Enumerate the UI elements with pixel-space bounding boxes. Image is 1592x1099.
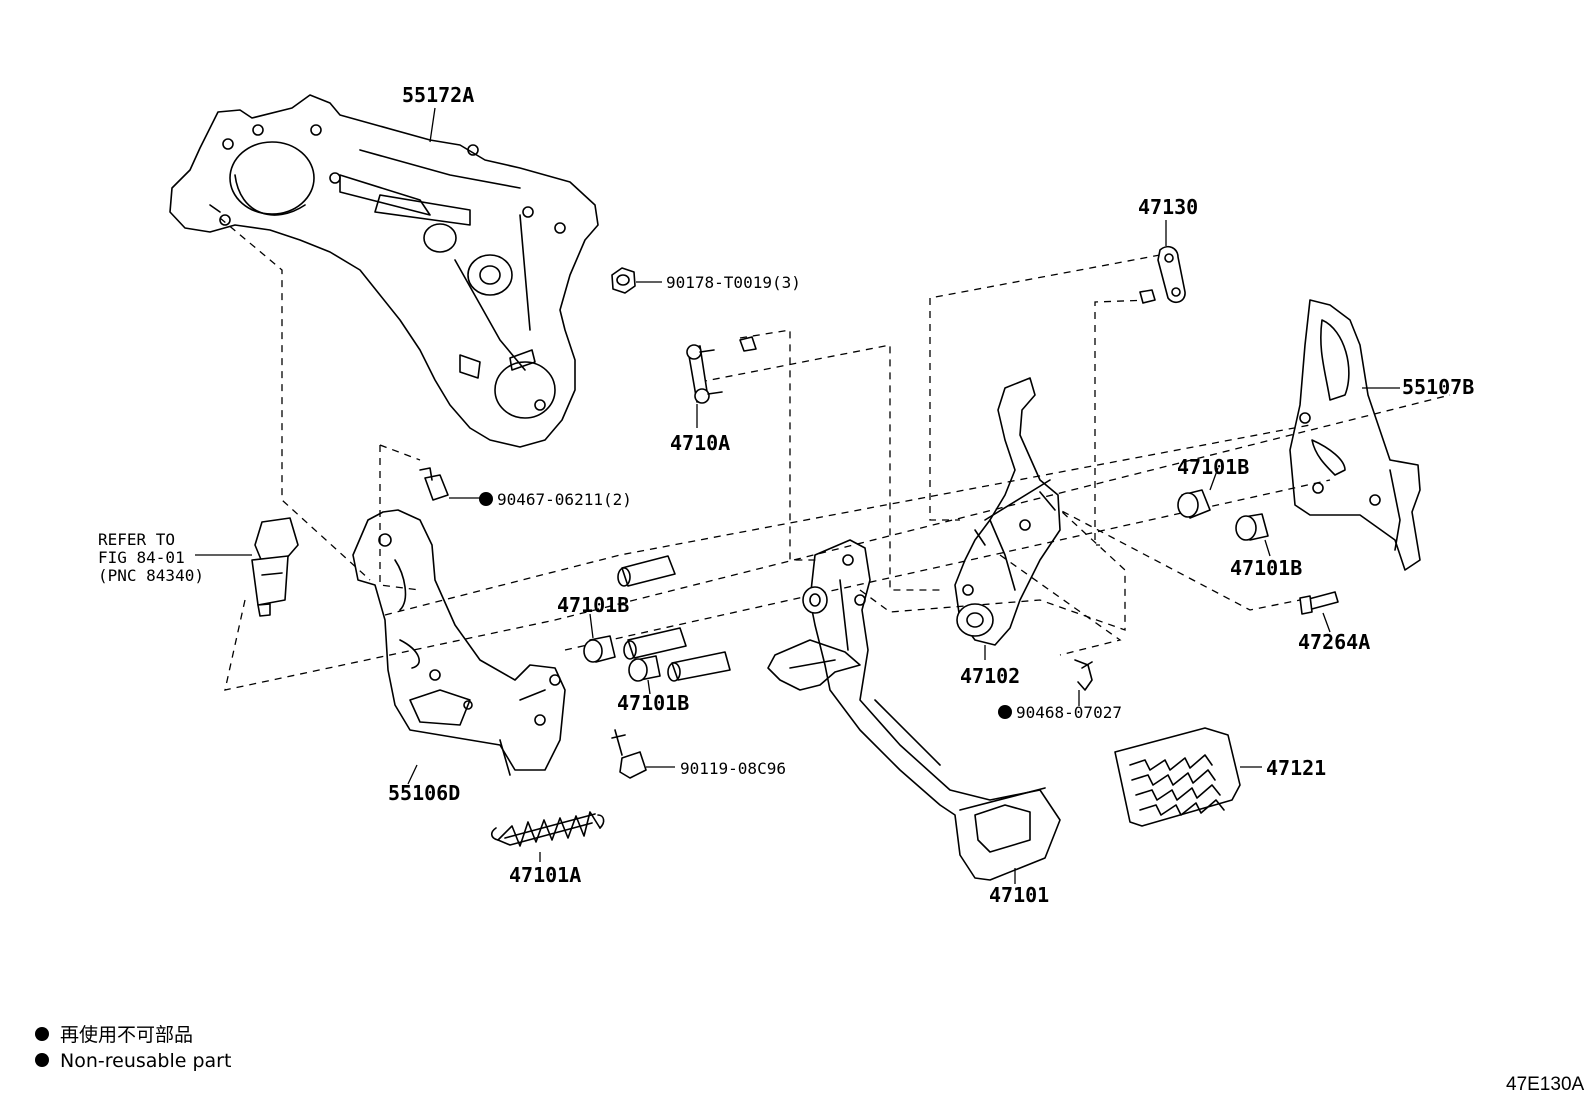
label-47121: 47121 bbox=[1266, 756, 1326, 780]
link-47130 bbox=[1139, 245, 1186, 304]
label-47101b-left-top: 47101B bbox=[557, 593, 629, 617]
legend-dot-english bbox=[35, 1053, 49, 1067]
brake-pedal-47101 bbox=[767, 539, 1061, 881]
label-55106d: 55106D bbox=[388, 781, 460, 805]
label-55172a: 55172A bbox=[402, 83, 474, 107]
bushing-47101b-left-top bbox=[583, 635, 616, 663]
clip-90468 bbox=[1074, 659, 1093, 691]
label-55107b: 55107B bbox=[1402, 375, 1474, 399]
pin-4710a bbox=[686, 336, 757, 404]
label-47101: 47101 bbox=[989, 883, 1049, 907]
label-90468: 90468-07027 bbox=[1016, 703, 1122, 722]
refer-line-2: FIG 84-01 bbox=[98, 548, 185, 567]
non-reusable-dot-90468 bbox=[998, 705, 1012, 719]
label-47130: 47130 bbox=[1138, 195, 1198, 219]
bushing-47101b-right-top bbox=[1177, 489, 1211, 519]
label-47101b-right-bottom: 47101B bbox=[1230, 556, 1302, 580]
refer-line-3: (PNC 84340) bbox=[98, 566, 204, 585]
bushing-47101b-left-bottom bbox=[628, 655, 661, 682]
bolt-90119 bbox=[611, 729, 647, 779]
assembly-dashed-lines bbox=[219, 217, 1451, 691]
pedal-pad-47121 bbox=[1114, 727, 1241, 827]
label-47264a: 47264A bbox=[1298, 630, 1370, 654]
bushing-47101b-right-bottom bbox=[1235, 513, 1269, 541]
label-4710a: 4710A bbox=[670, 431, 730, 455]
legend-dot-japanese bbox=[35, 1027, 49, 1041]
label-47102: 47102 bbox=[960, 664, 1020, 688]
collar-sleeve-upper bbox=[617, 555, 676, 587]
nut-90178 bbox=[611, 267, 636, 294]
label-47101a: 47101A bbox=[509, 863, 581, 887]
collar-sleeve-lower bbox=[667, 651, 731, 682]
label-47101b-right-top: 47101B bbox=[1177, 455, 1249, 479]
bolt-47264a bbox=[1299, 591, 1339, 615]
collar-sleeve-middle bbox=[623, 627, 687, 660]
label-90467: 90467-06211(2) bbox=[497, 490, 632, 509]
non-reusable-dot-90467 bbox=[479, 492, 493, 506]
bracket-55172a bbox=[169, 94, 599, 448]
leader-lines bbox=[195, 107, 1400, 884]
figure-code: 47E130A bbox=[1506, 1074, 1585, 1095]
screw-90467 bbox=[419, 467, 449, 501]
label-90119: 90119-08C96 bbox=[680, 759, 786, 778]
stop-light-switch bbox=[251, 517, 299, 617]
lever-47102 bbox=[954, 377, 1061, 646]
label-47101b-left-bottom: 47101B bbox=[617, 691, 689, 715]
refer-line-1: REFER TO bbox=[98, 530, 175, 549]
label-90178: 90178-T0019(3) bbox=[666, 273, 801, 292]
bracket-55107b bbox=[1289, 299, 1421, 571]
bracket-55106d bbox=[352, 509, 566, 776]
return-spring-47101a bbox=[490, 811, 605, 847]
legend-english: Non-reusable part bbox=[60, 1050, 231, 1072]
legend-japanese: 再使用不可部品 bbox=[60, 1024, 193, 1046]
